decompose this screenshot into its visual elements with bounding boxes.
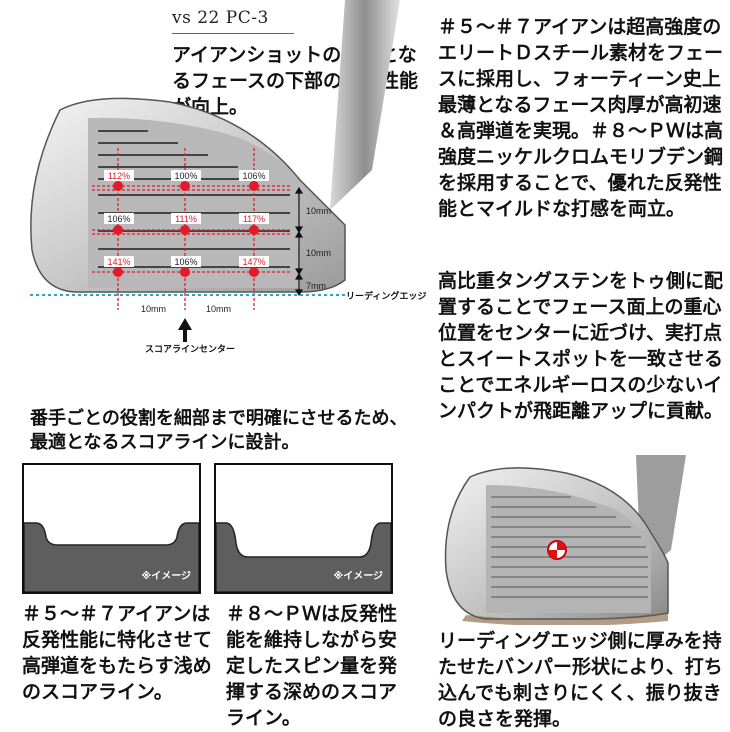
shallow-groove-box: ※イメージ bbox=[22, 463, 201, 594]
shallow-groove-caption: ＃５～＃７アイアンは反発性能に特化させて高弾道をもたらす浅めのスコアライン。 bbox=[22, 603, 213, 703]
pct-r2c2: 111% bbox=[175, 214, 197, 224]
shallow-groove-profile bbox=[24, 522, 199, 592]
versus-underline bbox=[172, 33, 294, 34]
spacing-label-3: 7mm bbox=[306, 281, 326, 291]
pct-r2c3: 117% bbox=[243, 214, 265, 224]
pct-r3c2: 106% bbox=[174, 257, 197, 267]
material-description: ＃５～＃７アイアンは超高強度のエリートＤスチール素材をフェースに採用し、フォーテ… bbox=[438, 16, 724, 220]
spacing-label-1: 10mm bbox=[306, 206, 331, 216]
pct-r1c3: 106% bbox=[242, 171, 265, 181]
leading-edge-label: リーディングエッジ bbox=[346, 290, 426, 301]
versus-label: vs 22 PC-3 bbox=[172, 8, 269, 28]
horiz-spacing-1: 10mm bbox=[141, 304, 166, 314]
percent-labels: 112% 100% 106% 106% 111% 117% 141% 106% … bbox=[104, 170, 269, 267]
pct-r2c1: 106% bbox=[107, 214, 130, 224]
tungsten-description: 高比重タングステンをトゥ側に配置することでフェース面上の重心位置をセンターに近づ… bbox=[438, 270, 724, 422]
image-note-right: ※イメージ bbox=[333, 571, 383, 582]
deep-groove-caption: ＃８～ＰＷは反発性能を維持しながら安定したスピン量を発揮する深めのスコアライン。 bbox=[226, 603, 398, 729]
club-head-back-image bbox=[444, 455, 686, 625]
spacing-label-2: 10mm bbox=[306, 248, 331, 258]
hosel bbox=[330, 0, 400, 210]
center-arrow bbox=[178, 318, 192, 342]
scoreline-caption: 番手ごとの役割を細部まで明確にさせるため、最適となるスコアラインに設計。 bbox=[30, 408, 408, 453]
pct-r3c3: 147% bbox=[242, 257, 265, 267]
score-center-label: スコアラインセンター bbox=[145, 343, 235, 354]
deep-groove-profile bbox=[216, 522, 391, 592]
impact-points bbox=[113, 181, 259, 277]
pct-r3c1: 141% bbox=[107, 257, 130, 267]
deep-groove-box: ※イメージ bbox=[214, 463, 393, 594]
club-face-diagram: 112% 100% 106% 106% 111% 117% 141% 106% … bbox=[30, 0, 426, 354]
image-note-left: ※イメージ bbox=[141, 571, 191, 582]
horiz-spacing-2: 10mm bbox=[206, 304, 231, 314]
pct-r1c1: 112% bbox=[108, 171, 130, 181]
vertical-spacing-arrows bbox=[294, 186, 304, 297]
pct-r1c2: 100% bbox=[174, 171, 197, 181]
bumper-sole-caption: リーディングエッジ側に厚みを持たせたバンパー形状により、打ち込んでも刺さりにくく… bbox=[438, 630, 723, 730]
face-plate bbox=[88, 117, 300, 288]
